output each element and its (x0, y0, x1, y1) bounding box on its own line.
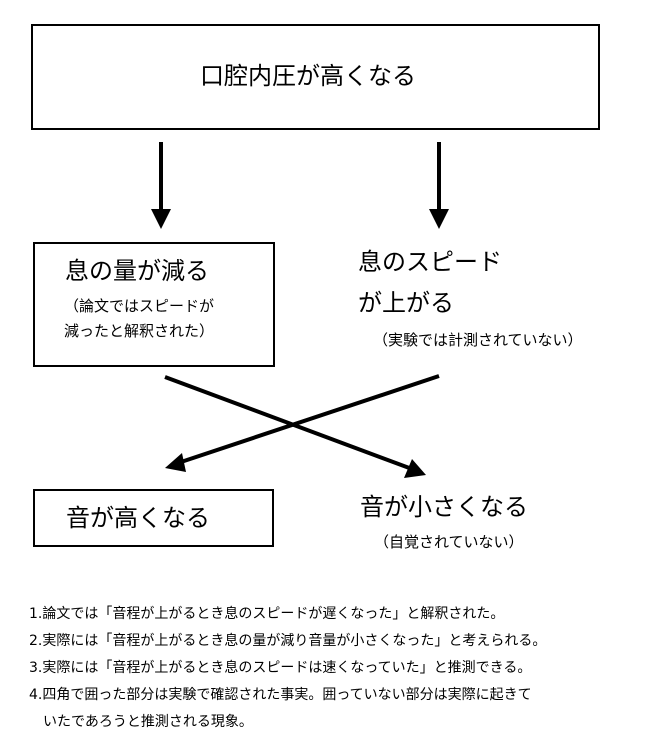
cross-arrow-to-bottom-left (177, 374, 440, 465)
top-box-label: 口腔内圧が高くなる (200, 62, 416, 90)
cross-arrowhead-bottom-right (404, 459, 426, 478)
footnote-1: 1.論文では「音程が上がるとき息のスピードが遅くなった」と解釈された。 (29, 606, 505, 622)
left-box-note-line1: （論文ではスピードが (64, 297, 215, 315)
bottom-right-title: 音が小さくなる (360, 493, 528, 521)
right-top-title-line1: 息のスピード (358, 248, 502, 276)
down-arrowhead-left (151, 209, 171, 229)
down-arrowhead-right (429, 209, 449, 229)
footnote-4: 4.四角で囲った部分は実験で確認された事実。囲っていない部分は実際に起きて (29, 687, 532, 703)
bottom-left-label: 音が高くなる (66, 504, 210, 532)
bottom-left-box (33, 489, 274, 547)
left-box-note-line2: 減ったと解釈された） (64, 322, 215, 340)
left-box (33, 242, 275, 367)
footnote-4-continued: いたであろうと推測される現象。 (29, 714, 253, 730)
cross-arrow-to-bottom-right (164, 375, 413, 471)
right-top-title-line2: が上がる (358, 289, 454, 317)
footnote-3: 3.実際には「音程が上がるとき息のスピードは速くなっていた」と推測できる。 (29, 660, 532, 676)
cross-arrowhead-bottom-left (165, 453, 186, 472)
top-box (31, 24, 600, 130)
right-top-note: （実験では計測されていない） (373, 331, 583, 349)
left-box-title: 息の量が減る (65, 257, 209, 285)
footnote-2: 2.実際には「音程が上がるとき息の量が減り音量が小さくなった」と考えられる。 (29, 633, 547, 649)
bottom-right-note: （自覚されていない） (374, 533, 524, 551)
